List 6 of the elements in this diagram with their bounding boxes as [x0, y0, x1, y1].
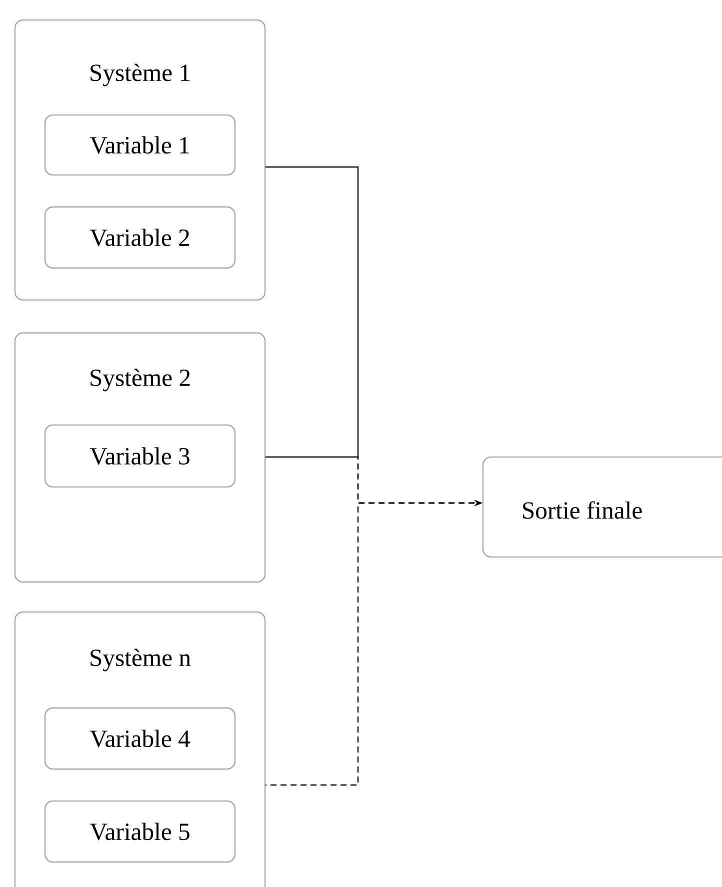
variable-box: Variable 2 [44, 206, 236, 269]
variable-box: Variable 1 [44, 114, 236, 176]
variable-box: Variable 3 [44, 424, 236, 488]
output-box: Sortie finale [482, 456, 722, 558]
variable-box: Variable 4 [44, 707, 236, 770]
variable-box: Variable 5 [44, 800, 236, 863]
